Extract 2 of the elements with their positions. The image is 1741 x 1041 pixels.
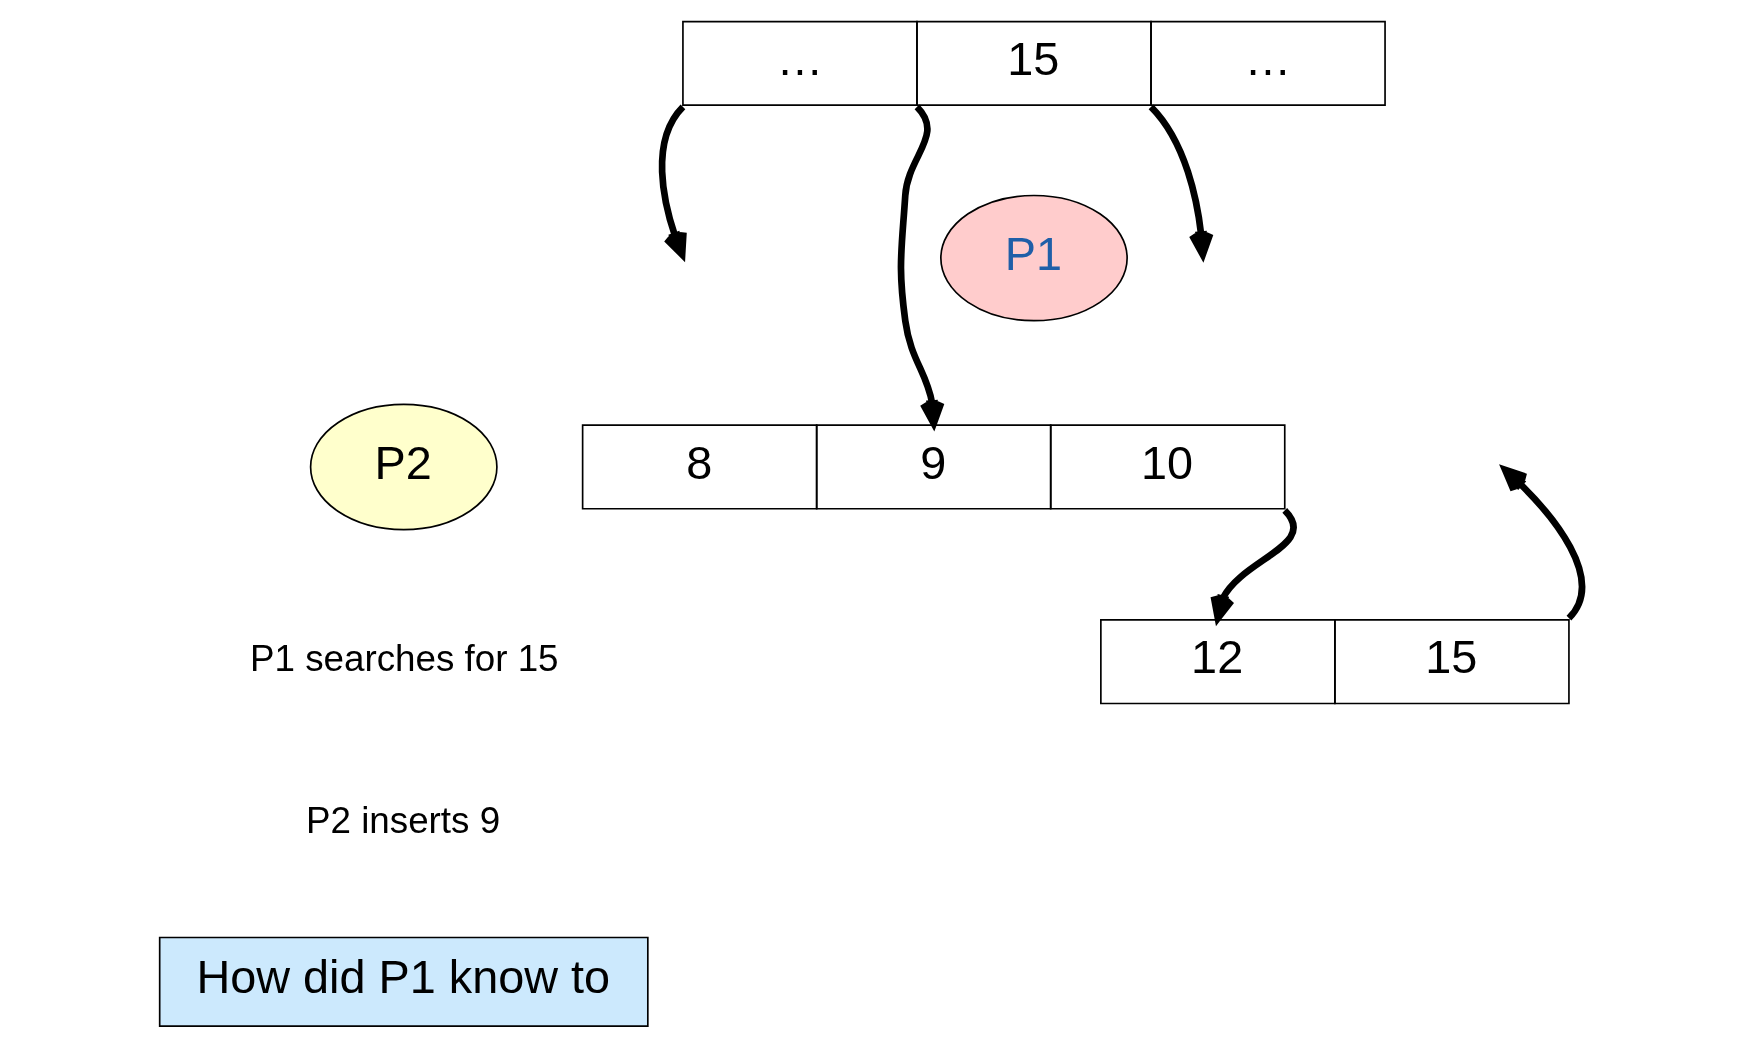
label: P2 inserts 9 [305, 800, 500, 842]
label: P1 searches for 15 [249, 638, 559, 680]
